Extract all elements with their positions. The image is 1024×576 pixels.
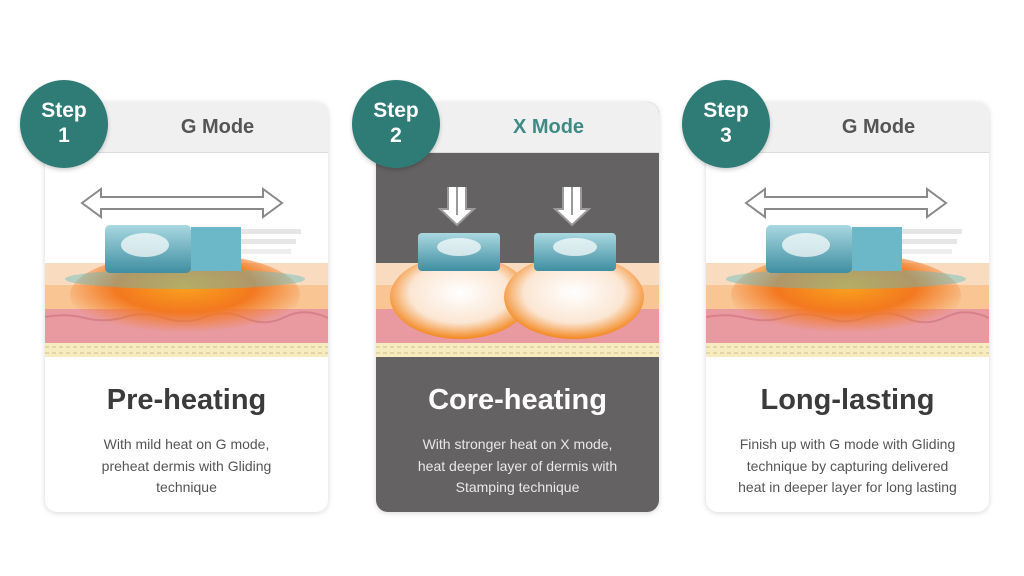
step-title: Pre-heating bbox=[106, 384, 267, 416]
device-head-icon bbox=[105, 225, 301, 273]
stamping-illustration bbox=[376, 187, 659, 357]
step-card-3: G Mode Long-lasting Finish up with G mod… bbox=[706, 102, 989, 512]
down-arrow-icon bbox=[552, 187, 592, 227]
step-title: Long-lasting bbox=[760, 384, 935, 416]
step-badge-3: Step 3 bbox=[682, 80, 770, 168]
step-title: Core-heating bbox=[428, 384, 607, 416]
step-card-2: X Mode Core-heating With stronger heat o… bbox=[376, 102, 659, 512]
step-description: Finish up with G mode with Gliding techn… bbox=[738, 436, 957, 495]
gliding-illustration bbox=[706, 187, 989, 357]
device-head-icon bbox=[534, 233, 616, 271]
mode-label: G Mode bbox=[180, 116, 255, 138]
mode-label: G Mode bbox=[841, 116, 916, 138]
double-arrow-icon bbox=[744, 187, 948, 219]
gliding-illustration bbox=[45, 187, 328, 357]
down-arrow-icon bbox=[437, 187, 477, 227]
device-head-icon bbox=[418, 233, 500, 271]
device-head-icon bbox=[766, 225, 962, 273]
step-badge-1: Step 1 bbox=[20, 80, 108, 168]
step-description: With stronger heat on X mode, heat deepe… bbox=[417, 436, 618, 495]
double-arrow-icon bbox=[80, 187, 284, 219]
step-description: With mild heat on G mode, preheat dermis… bbox=[101, 436, 272, 495]
step-card-1: G Mode Pre-heating With mild heat on G m… bbox=[45, 102, 328, 512]
mode-label: X Mode bbox=[512, 116, 585, 138]
step-badge-2: Step 2 bbox=[352, 80, 440, 168]
